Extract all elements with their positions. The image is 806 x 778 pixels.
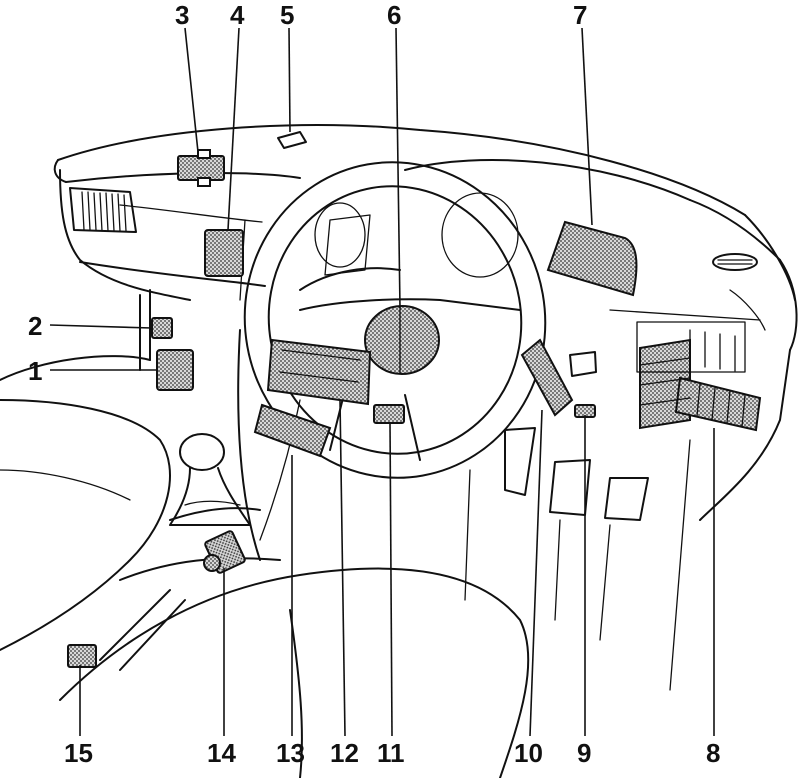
pedals: [464, 427, 649, 641]
steering-wheel: [243, 161, 547, 479]
callout-6: 6: [387, 0, 401, 30]
callout-13: 13: [276, 738, 305, 768]
callout-labels: 1 2 3 4 5 6 7 8 9 10 11 12 13 14 15: [28, 0, 720, 768]
airbag-6: [364, 305, 440, 375]
module-4: [204, 229, 244, 277]
left-air-vent: [69, 187, 137, 233]
callout-3: 3: [175, 0, 189, 30]
callout-10: 10: [514, 738, 543, 768]
module-13: [253, 403, 332, 458]
relay-1: [156, 349, 194, 391]
callout-11: 11: [377, 738, 405, 768]
connector-11: [373, 404, 405, 424]
sensor-5: [277, 131, 307, 149]
dashboard-outline: [53, 124, 798, 691]
relay-2: [151, 317, 173, 339]
switch-14: [203, 530, 246, 574]
callout-15: 15: [64, 738, 93, 768]
module-10: [520, 338, 597, 417]
callout-12: 12: [330, 738, 359, 768]
callout-8: 8: [706, 738, 720, 768]
callout-1: 1: [28, 356, 42, 386]
callout-9: 9: [577, 738, 591, 768]
fuse-relay-box-8: [636, 321, 762, 432]
module-12: [266, 338, 372, 406]
callout-2: 2: [28, 311, 42, 341]
callout-5: 5: [280, 0, 294, 30]
leader-lines: [49, 27, 715, 737]
callout-4: 4: [230, 0, 245, 30]
callout-14: 14: [207, 738, 236, 768]
module-7: [546, 220, 638, 297]
gear-lever: [0, 355, 251, 526]
callout-7: 7: [573, 0, 587, 30]
connector-15: [67, 644, 97, 668]
seat-and-floor: [0, 399, 530, 778]
module-3: [177, 149, 225, 187]
